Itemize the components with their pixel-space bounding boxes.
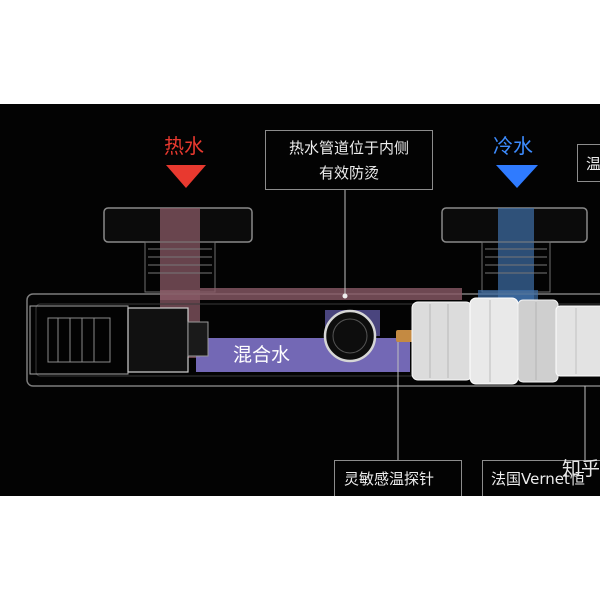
cartridge-body: [411, 301, 473, 381]
cold-water-label: 冷水: [493, 134, 533, 158]
note-line-1: 热水管道位于内侧: [288, 139, 409, 157]
vernet-callout: 法国Vernet恒: [482, 460, 600, 496]
hot-channel: [160, 288, 462, 300]
cropped-callout: 温: [577, 144, 600, 182]
mixing-chamber: [196, 338, 410, 372]
left-end-fitting: [29, 305, 129, 375]
anti-scald-note: 热水管道位于内侧 有效防烫: [265, 130, 433, 190]
mixed-water-label: 混合水: [233, 344, 291, 366]
sensor-callout: 灵敏感温探针: [334, 460, 462, 496]
valve-illustration: [26, 165, 600, 460]
hot-water-label: 热水: [164, 134, 204, 158]
hot-marker-icon: [166, 165, 206, 188]
mixing-port: [323, 309, 377, 363]
cold-marker-icon: [496, 165, 538, 188]
note-line-2: 有效防烫: [318, 164, 379, 182]
zhihu-watermark: 知乎: [562, 458, 600, 480]
valve-diagram: 热水 冷水 热水管道位于内侧 有效防烫 温 混合水 灵敏感温探针 法国Verne…: [0, 104, 600, 496]
